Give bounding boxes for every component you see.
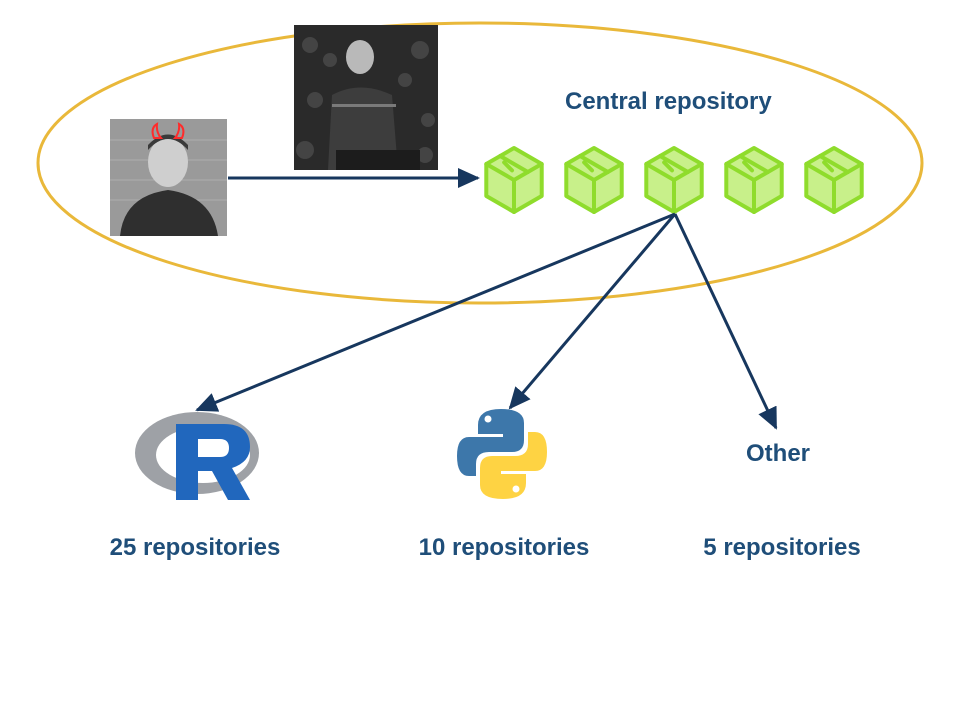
central-ecosystem-ellipse (36, 21, 924, 305)
arrow-to-other (673, 213, 778, 430)
package-box-icon (484, 146, 544, 214)
package-box-icon (644, 146, 704, 214)
python-logo-icon (457, 409, 547, 499)
arrow-to-r (195, 212, 676, 412)
package-box-icon (724, 146, 784, 214)
other-repositories-count: 5 repositories (703, 534, 861, 561)
r-repositories-count: 25 repositories (109, 534, 281, 561)
packages-group (484, 146, 864, 214)
other-target-label: Other (746, 440, 811, 467)
person-photo-seated (294, 25, 438, 170)
package-box-icon (564, 146, 624, 214)
package-box-icon (804, 146, 864, 214)
arrow-to-python (508, 213, 677, 410)
python-repositories-count: 10 repositories (418, 534, 590, 561)
person-photo-devil-horns (110, 119, 227, 236)
r-logo-icon (135, 412, 259, 500)
central-repository-label: Central repository (565, 88, 772, 115)
